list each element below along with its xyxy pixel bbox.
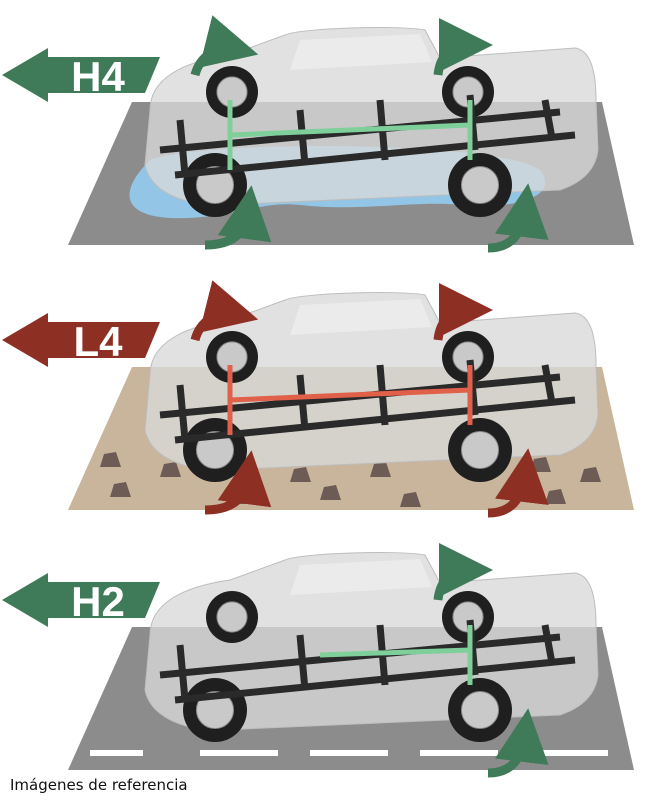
truck-window (290, 299, 432, 335)
rotation-arrow-icon (204, 185, 272, 250)
mode-label: L4 (73, 318, 123, 365)
driveline (227, 365, 473, 435)
rotation-arrow-icon (487, 183, 549, 253)
rock (545, 489, 566, 504)
road-marking (90, 750, 143, 756)
rotation-arrow-icon (204, 450, 272, 515)
wheel-rim (460, 430, 500, 470)
rock (290, 467, 311, 482)
rock (580, 467, 601, 482)
rock (370, 462, 391, 477)
road-marking (200, 750, 278, 756)
mode-label: H2 (71, 578, 125, 625)
mode-arrow-icon (2, 48, 160, 102)
road-marking (530, 750, 608, 756)
mode-arrow-icon (2, 313, 160, 367)
mode-panel-h4: H4 (2, 15, 634, 253)
mode-panel-h2: H2 (2, 543, 634, 778)
driveline (227, 100, 473, 170)
rotation-arrow-icon (190, 280, 259, 342)
mode-arrow-icon (2, 573, 160, 627)
rotation-arrow-icon (433, 18, 493, 76)
truck-window (290, 34, 432, 70)
rotation-arrow-icon (487, 448, 549, 518)
wheel-rim (460, 165, 500, 205)
rock (110, 482, 131, 497)
rock (400, 492, 421, 507)
mode-label: H4 (71, 53, 125, 100)
rotation-arrow-icon (433, 543, 493, 601)
rotation-arrow-icon (487, 708, 549, 778)
wheel-rim (195, 690, 235, 730)
caption: Imágenes de referencia (10, 776, 188, 794)
wheel-rim (216, 601, 248, 633)
road-marking (310, 750, 388, 756)
wheel-rim (460, 690, 500, 730)
rock (100, 452, 121, 467)
rotation-arrow-icon (190, 15, 259, 77)
truck-window (290, 559, 432, 595)
rock (320, 485, 341, 500)
rock (160, 462, 181, 477)
road-marking (420, 750, 498, 756)
rotation-arrow-icon (433, 283, 493, 341)
mode-panel-l4: L4 (2, 280, 634, 518)
driveline (319, 625, 473, 685)
